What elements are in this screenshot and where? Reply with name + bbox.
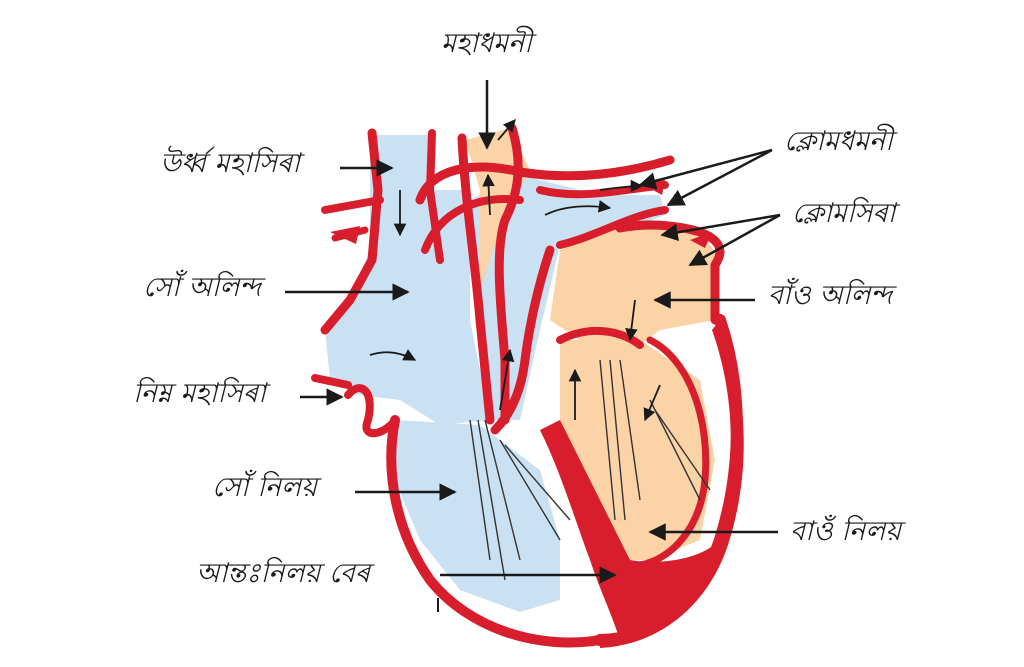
right-heart-blue (325, 135, 665, 612)
label-inferior-vena-cava: নিম্ন মহাসিৰা (133, 378, 266, 409)
label-leaders (285, 80, 781, 584)
leader-pulmonary-vein-1 (660, 213, 781, 241)
interventricular-septum-shape (540, 420, 720, 640)
leader-pulmonary-artery-1 (638, 148, 773, 190)
label-interventricular-septum: আন্তঃনিলয় বেৰ (196, 558, 371, 589)
label-superior-vena-cava: উৰ্ধ্ব মহাসিৰা (160, 148, 301, 179)
label-pulmonary-artery: ক্লোমধমনী (784, 126, 893, 157)
left-ventricle-wall-shape (600, 320, 744, 648)
label-aorta: মহাধমনী (441, 28, 532, 59)
leader-pulmonary-vein-2 (688, 213, 781, 267)
label-right-atrium: সোঁ অলিন্দ (143, 272, 262, 303)
label-pulmonary-vein: ক্লোমসিৰা (792, 198, 896, 229)
leader-pulmonary-artery-2 (666, 148, 773, 207)
label-left-atrium: বাঁও অলিন্দ (768, 280, 893, 311)
label-left-ventricle: বাওঁ নিলয় (790, 516, 902, 547)
chordae-tendineae (469, 359, 711, 581)
label-right-ventricle: সোঁ নিলয় (212, 472, 318, 503)
vein-branch-left (330, 226, 360, 244)
pulmonary-vein-stub (690, 232, 712, 248)
heart-walls (311, 123, 743, 648)
